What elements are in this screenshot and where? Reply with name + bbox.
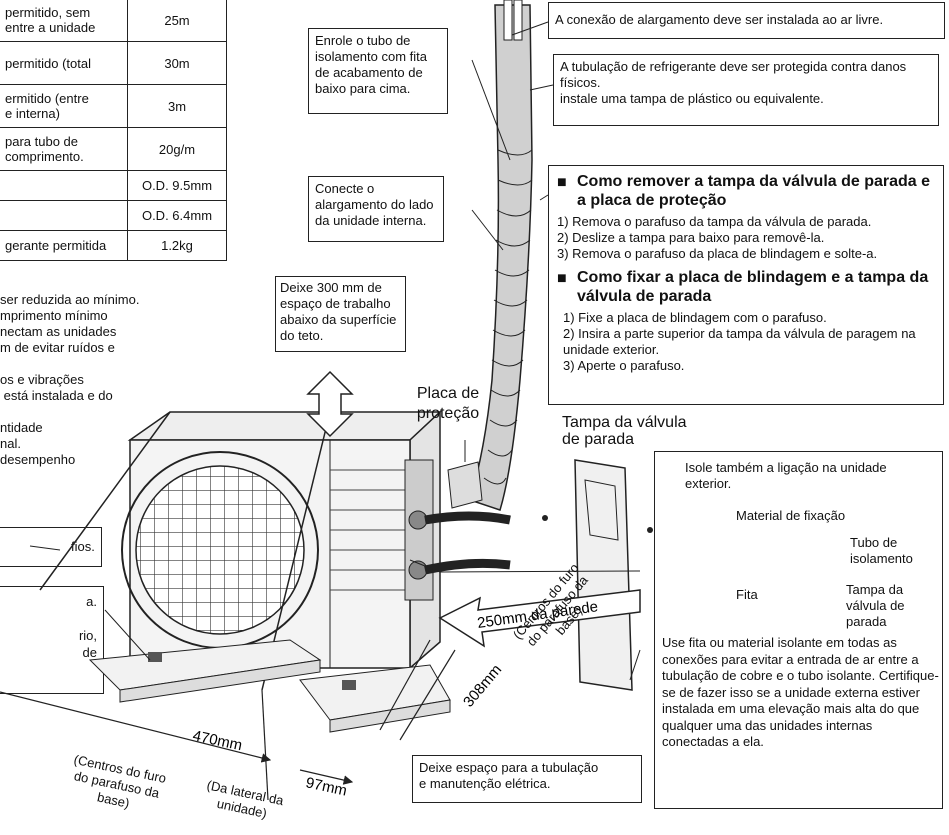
insulate-tampa-label: Tampa da válvula de parada: [846, 582, 905, 629]
instruction-step: 3) Remova o parafuso da placa de blindag…: [557, 246, 878, 261]
left-note-line: desempenho: [0, 452, 76, 467]
spec-value: O.D. 6.4mm: [127, 200, 227, 231]
square-bullet-icon: ■: [557, 174, 567, 191]
square-bullet-icon: ■: [557, 270, 567, 287]
callout-connect-flare: Conecte o alargamento do lado da unidade…: [308, 176, 444, 242]
spec-label: permitido (total: [0, 41, 128, 85]
dim-97-text: 97mm: [304, 774, 348, 799]
instruction-step: 1) Fixe a placa de blindagem com o paraf…: [563, 310, 827, 325]
fix-title: ■ Como fixar a placa de blindagem e a ta…: [557, 268, 935, 306]
fix-steps: 1) Fixe a placa de blindagem com o paraf…: [557, 310, 935, 374]
spec-value: O.D. 9.5mm: [127, 170, 227, 201]
left-note-line: os e vibrações: [0, 372, 84, 387]
left-note-line: nectam as unidades: [0, 324, 117, 339]
insulate-box: Isole também a ligação na unidade exteri…: [654, 451, 943, 809]
instructions-box: ■ Como remover a tampa da válvula de par…: [548, 165, 944, 405]
left-small-box: a. rio, de: [0, 586, 104, 694]
insulate-top-text: Isole também a ligação na unidade exteri…: [685, 460, 887, 491]
dimension-lines: [0, 639, 456, 801]
instruction-step: 3) Aperte o parafuso.: [563, 358, 685, 373]
left-small-line: rio,: [78, 628, 97, 643]
spec-row: para tubo de comprimento.20g/m: [0, 127, 227, 171]
left-small-line: de: [82, 645, 97, 660]
instruction-step: 2) Deslize a tampa para baixo para remov…: [557, 230, 825, 245]
remove-title-text: Como remover a tampa da válvula de parad…: [577, 173, 931, 209]
dim-308-text: 308mm: [460, 661, 505, 710]
spec-value: 3m: [127, 84, 227, 128]
work-space-arrow: [306, 370, 354, 438]
insulate-material-label: Material de fixação: [736, 508, 846, 523]
instruction-step: 2) Insira a parte superior da tampa da v…: [563, 326, 916, 357]
callout-space-300: Deixe 300 mm de espaço de trabalho abaix…: [275, 276, 406, 352]
insulate-fita-label: Fita: [736, 587, 758, 602]
left-note-line: m de evitar ruídos e: [0, 340, 115, 355]
left-note-line: está instalada e do: [0, 388, 113, 403]
spec-row: O.D. 9.5mm: [0, 170, 227, 201]
spec-value: 20g/m: [127, 127, 227, 171]
fix-title-text: Como fixar a placa de blindagem e a tamp…: [577, 269, 929, 305]
spec-value: 1.2kg: [127, 230, 227, 261]
insulate-tubo-label: Tubo de isolamento: [850, 535, 913, 566]
callout-flare-outdoor: A conexão de alargamento deve ser instal…: [548, 2, 945, 39]
placa-label: Placa de proteção: [416, 385, 480, 422]
dim-470-text: 470mm: [191, 727, 243, 754]
left-small-line: a.: [86, 594, 97, 609]
left-fios-text: fios.: [71, 539, 95, 554]
callout-leave-space: Deixe espaço para a tubulação e manutenç…: [412, 755, 642, 803]
tampa-label: Tampa da válvula de parada: [562, 414, 687, 448]
outdoor-unit: [39, 410, 511, 691]
remove-steps: 1) Remova o parafuso da tampa da válvula…: [557, 214, 935, 262]
spec-label: gerante permitida: [0, 230, 128, 261]
wall-distance-arrow: [438, 589, 641, 648]
left-note-line: ser reduzida ao mínimo.: [0, 292, 140, 307]
left-fios-box: fios.: [0, 527, 102, 567]
instruction-step: 1) Remova o parafuso da tampa da válvula…: [557, 214, 872, 229]
left-note-line: nal.: [0, 436, 21, 451]
left-note-line: ntidade: [0, 420, 43, 435]
refrigerant-pipe: [469, 0, 554, 511]
callout-wrap-tape: Enrole o tubo de isolamento com fita de …: [308, 28, 448, 114]
spec-label: permitido, sem entre a unidade: [0, 0, 128, 42]
protection-plate: [447, 440, 548, 521]
remove-title: ■ Como remover a tampa da válvula de par…: [557, 172, 935, 210]
spec-label: [0, 170, 128, 201]
callout-leave-space-text: Deixe espaço para a tubulação e manutenç…: [419, 760, 599, 791]
callout-protect-piping: A tubulação de refrigerante deve ser pro…: [553, 54, 939, 126]
leader-lines: [29, 59, 641, 681]
insulate-body-text: Use fita ou material isolante em todas a…: [662, 635, 939, 749]
left-note-line: mprimento mínimo: [0, 308, 108, 323]
